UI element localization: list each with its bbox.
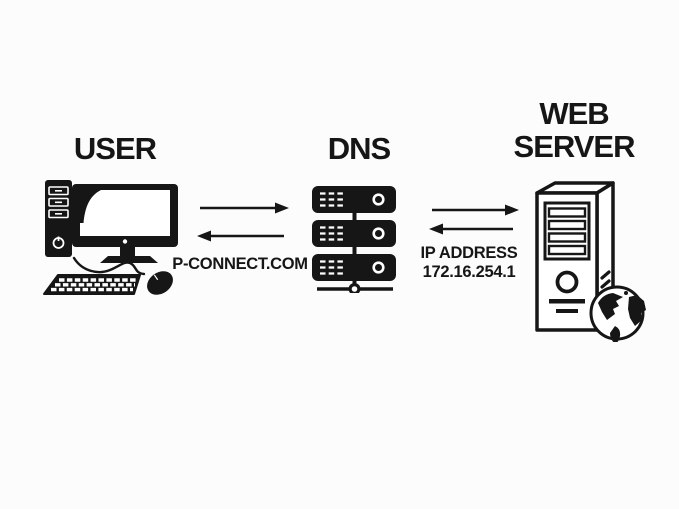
arrow-right-icon: [432, 204, 519, 216]
ip-address-label: IP ADDRESS 172.16.254.1: [401, 244, 537, 282]
server-tower-icon: [535, 181, 646, 342]
user-node-label: USER: [73, 131, 157, 166]
web-server-label-line1: WEB: [539, 96, 609, 131]
server-rack-icon: [312, 186, 396, 293]
arrow-left-icon: [197, 230, 284, 242]
desktop-computer-icon: [43, 180, 178, 295]
arrow-right-icon: [200, 202, 289, 214]
ip-address-label-line1: IP ADDRESS: [420, 244, 518, 262]
ip-address-label-line2: 172.16.254.1: [422, 263, 516, 281]
domain-query-label: P-CONNECT.COM: [172, 255, 308, 273]
web-server-label-line2: SERVER: [513, 129, 636, 164]
globe-icon: [589, 285, 646, 342]
dns-node-label: DNS: [327, 131, 391, 166]
web-server-node-label: WEB SERVER: [496, 97, 652, 163]
arrow-left-icon: [429, 223, 513, 235]
